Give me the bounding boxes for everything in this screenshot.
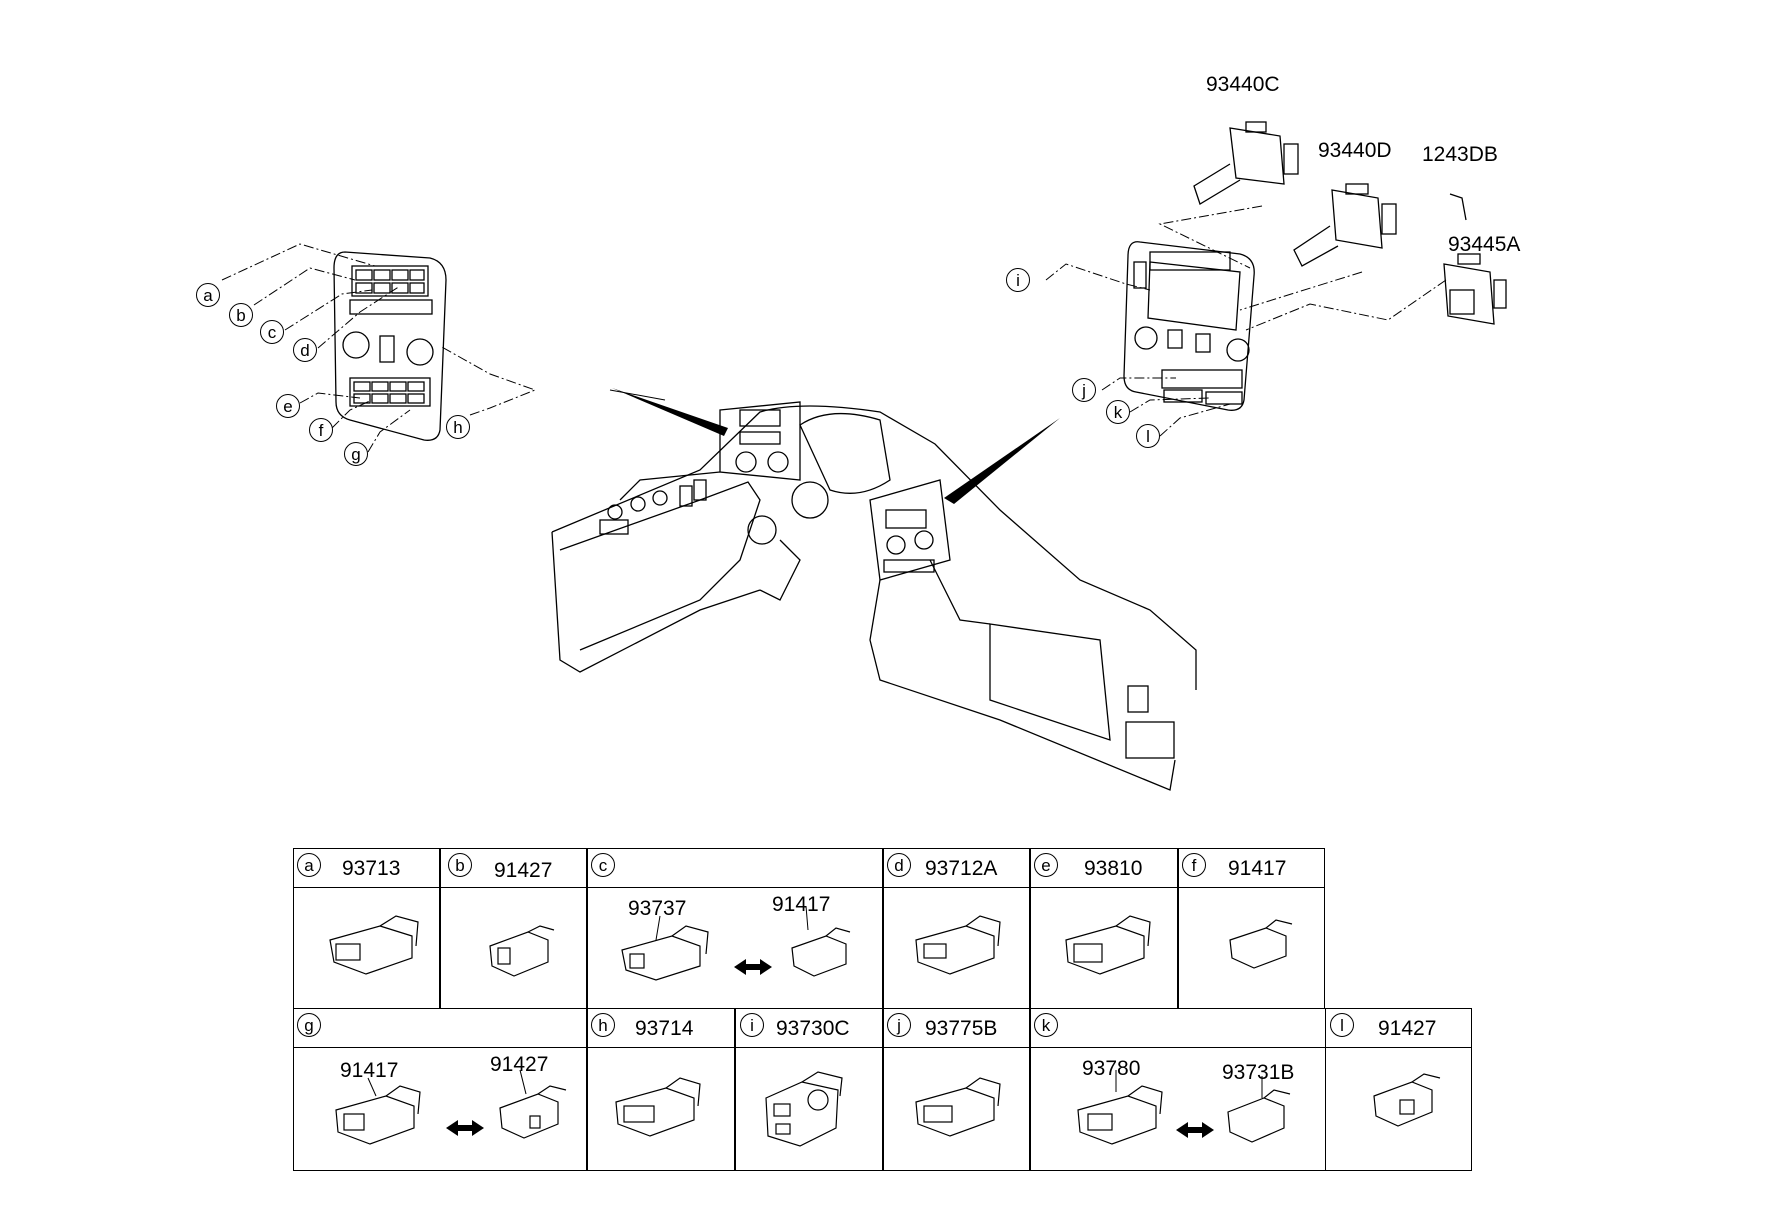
table-header-part: 93712A [925,857,998,880]
callout-d: d [293,338,317,362]
table-letter-b: b [448,853,472,877]
table-cell-body [735,1047,883,1171]
right-fascia-panel [1123,241,1255,411]
table-letter-a: a [297,853,321,877]
callout-g: g [344,442,368,466]
table-part-label: 91417 [772,893,831,916]
table-cell-body [440,887,587,1009]
table-header-part: 93775B [925,1017,998,1040]
callout-k: k [1106,400,1130,424]
callout-l: l [1136,424,1160,448]
table-cell-body [293,1047,587,1171]
cell-leader-ticks [367,905,1263,1098]
dashboard-illustration [551,388,1197,791]
callout-b: b [229,303,253,327]
table-letter-j: j [887,1013,911,1037]
table-cell-body [293,887,440,1009]
right-leader-lines [1045,205,1447,437]
left-fascia-panel [333,251,447,441]
table-cell-body [883,887,1030,1009]
cell-switch-sketches [329,915,1441,1147]
table-part-label: 91427 [490,1053,549,1076]
callout-c: c [260,320,284,344]
table-cell-body [1325,1047,1472,1171]
callout-h: h [446,415,470,439]
callout-j: j [1072,378,1096,402]
table-letter-e: e [1034,853,1058,877]
table-header-part: 93810 [1084,857,1143,880]
table-header-part: 91427 [494,859,553,882]
callout-a: a [196,283,220,307]
table-header-part: 91427 [1378,1017,1437,1040]
table-header-part: 93713 [342,857,401,880]
table-letter-h: h [591,1013,615,1037]
table-letter-d: d [887,853,911,877]
table-letter-c: c [591,853,615,877]
table-letter-k: k [1034,1013,1058,1037]
callout-e: e [276,394,300,418]
part-label-93440D: 93440D [1318,139,1392,162]
left-leader-lines [221,243,537,453]
table-cell-header [587,848,883,888]
table-letter-g: g [297,1013,321,1037]
table-part-label: 93737 [628,897,687,920]
table-part-label: 93780 [1082,1057,1141,1080]
table-cell-header [1030,1008,1326,1048]
right-switches [1193,121,1507,325]
part-label-93440C: 93440C [1206,73,1280,96]
table-cell-body [883,1047,1030,1171]
part-label-93445A: 93445A [1448,233,1521,256]
table-cell-header [293,1008,587,1048]
double-arrows [446,959,1214,1138]
table-cell-body [1178,887,1325,1009]
table-header-part: 91417 [1228,857,1287,880]
callout-f: f [309,418,333,442]
table-cell-body [1030,887,1178,1009]
table-letter-l: l [1330,1013,1354,1037]
callout-i: i [1006,268,1030,292]
table-part-label: 93731B [1222,1061,1295,1084]
part-label-1243DB: 1243DB [1422,143,1498,166]
table-cell-body [587,1047,735,1171]
table-part-label: 91417 [340,1059,399,1082]
table-letter-i: i [740,1013,764,1037]
table-letter-f: f [1182,853,1206,877]
table-header-part: 93730C [776,1017,850,1040]
table-header-part: 93714 [635,1017,694,1040]
